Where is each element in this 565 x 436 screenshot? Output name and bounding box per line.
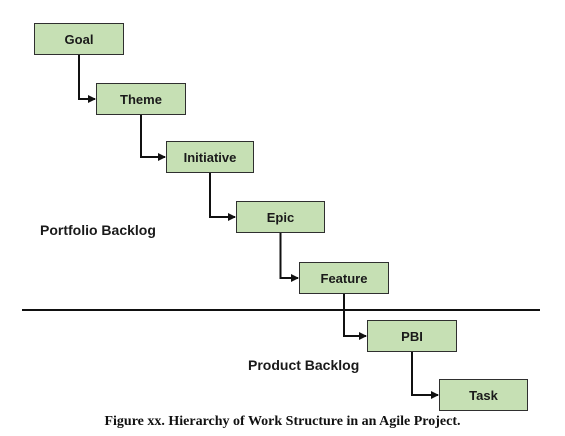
connector-feature-to-pbi — [343, 294, 367, 340]
product-backlog-label: Product Backlog — [248, 357, 360, 373]
connector-theme-to-initiative — [140, 115, 166, 161]
task-node: Task — [439, 379, 528, 411]
figure-caption: Figure xx. Hierarchy of Work Structure i… — [104, 414, 461, 429]
epic-node: Epic — [236, 201, 325, 233]
pbi-node: PBI — [367, 320, 457, 352]
portfolio-backlog-label: Portfolio Backlog — [40, 222, 156, 238]
connector-epic-to-feature — [279, 233, 299, 282]
connector-goal-to-theme — [78, 55, 96, 103]
goal-node: Goal — [34, 23, 124, 55]
connector-initiative-to-epic — [209, 173, 236, 221]
connector-pbi-to-task — [411, 352, 439, 399]
feature-node: Feature — [299, 262, 389, 294]
initiative-node: Initiative — [166, 141, 254, 173]
theme-node: Theme — [96, 83, 186, 115]
